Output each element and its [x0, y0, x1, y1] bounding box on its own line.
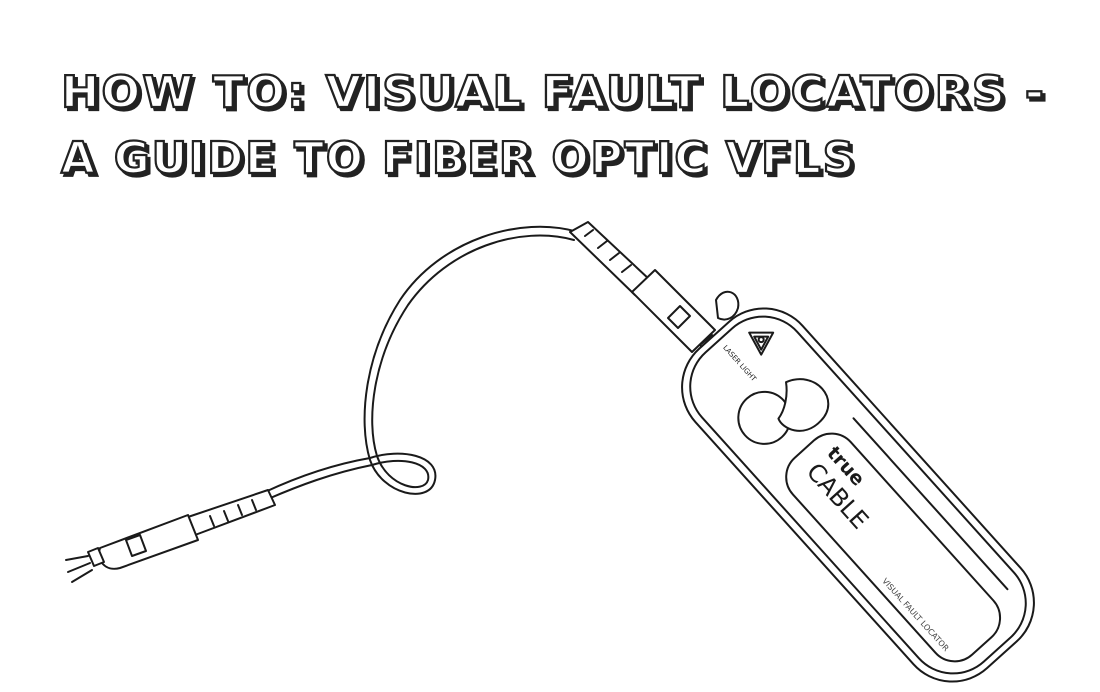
- vfl-device: LASER LIGHT true CABLE VISUAL FAULT LOCA…: [681, 307, 1035, 683]
- fiber-cable: [264, 225, 579, 500]
- laser-warning-triangle-icon: [748, 331, 775, 356]
- page-title: HOW TO: VISUAL FAULT LOCATORS - A GUIDE …: [60, 66, 1046, 185]
- label-panel: [785, 432, 1002, 663]
- mode-button[interactable]: [763, 367, 838, 441]
- title-line-2: A GUIDE TO FIBER OPTIC VFLS: [61, 133, 856, 184]
- power-button[interactable]: [728, 381, 801, 454]
- title-line-1: HOW TO: VISUAL FAULT LOCATORS -: [61, 67, 1046, 118]
- bottom-connector: [65, 489, 276, 583]
- laser-light-rays-icon: [65, 555, 93, 583]
